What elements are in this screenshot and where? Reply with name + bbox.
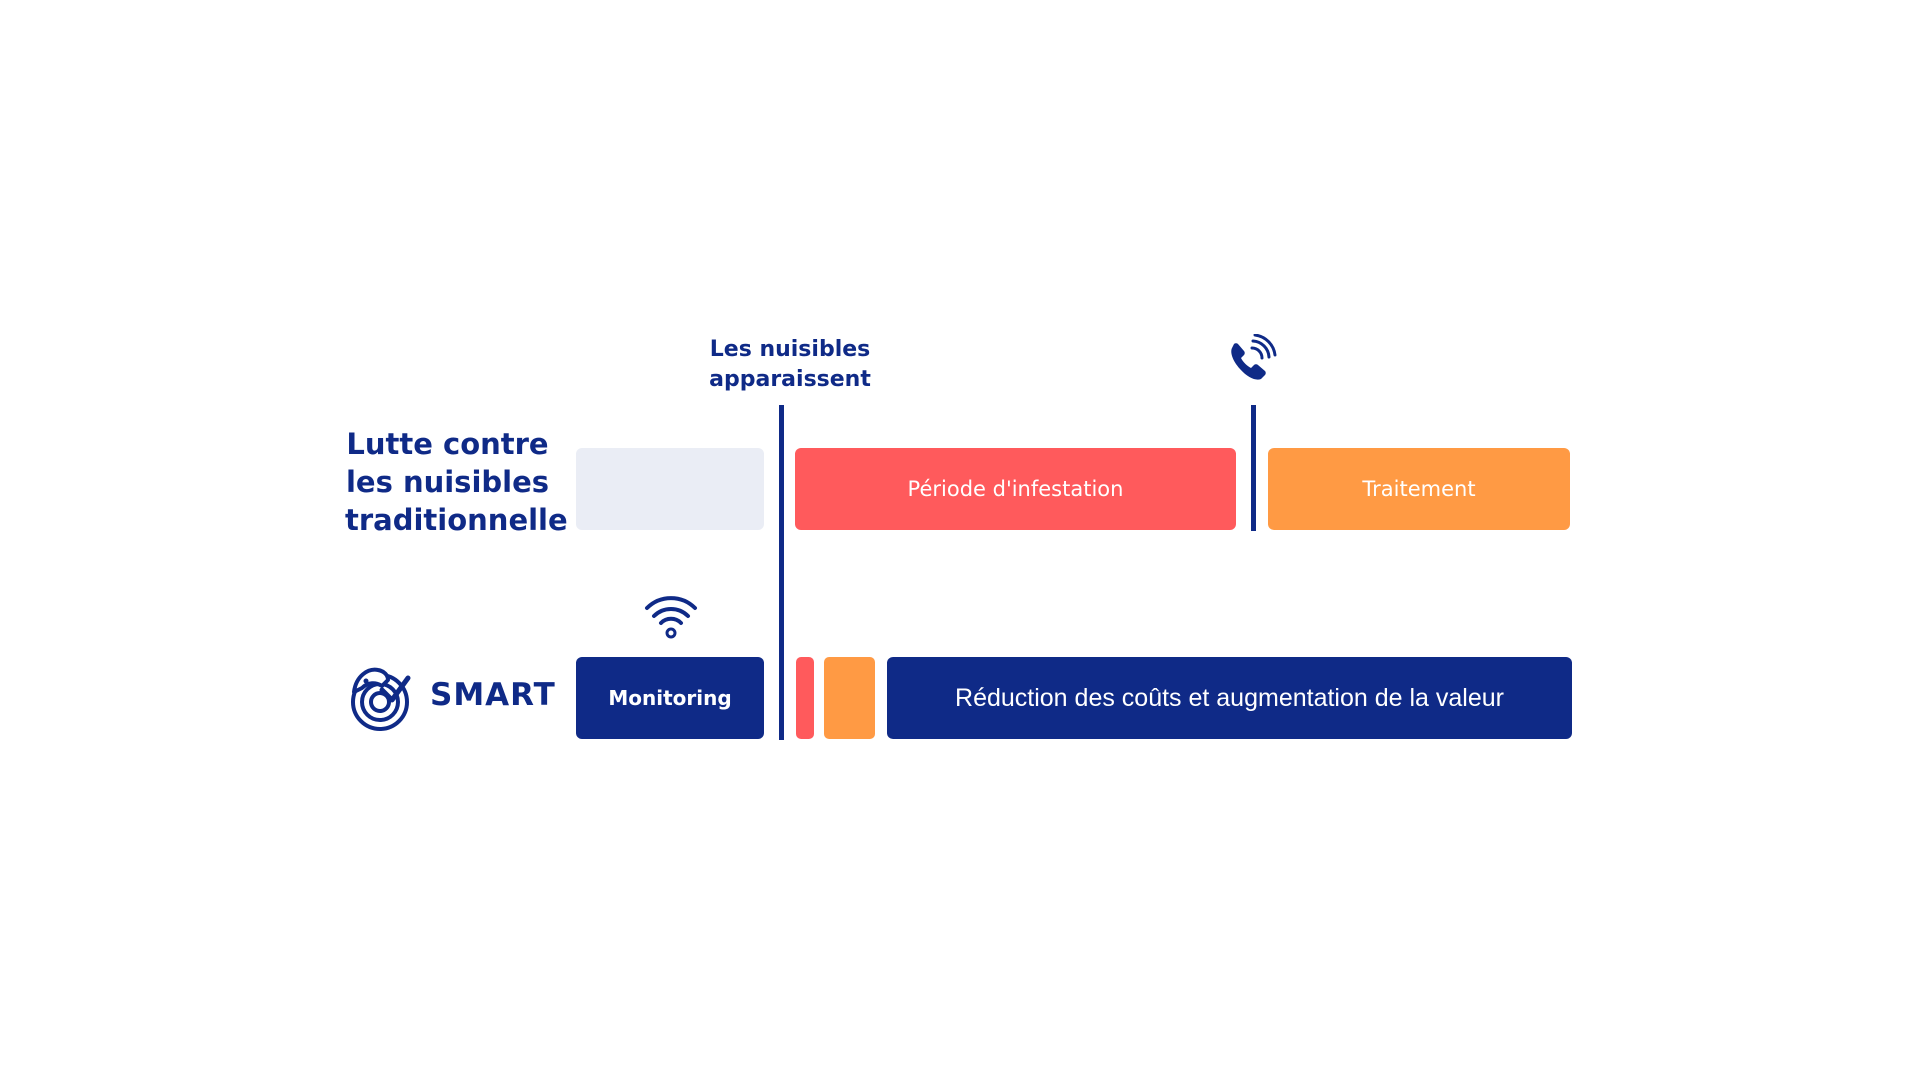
cost-reduction-label: Réduction des coûts et augmentation de l… — [955, 683, 1504, 712]
pests-appear-line: apparaissent — [709, 367, 871, 392]
smart-logo-icon — [351, 667, 411, 731]
traditional-label-line: Lutte contre — [346, 427, 549, 461]
phone-call-icon — [1231, 334, 1277, 380]
treatment-label: Traitement — [1362, 477, 1476, 501]
traditional-row-label: Lutte contre les nuisibles traditionnell… — [345, 425, 568, 539]
short-infestation-bar — [796, 657, 814, 739]
wifi-icon — [645, 596, 697, 639]
traditional-label-line: traditionnelle — [345, 503, 568, 537]
monitoring-label: Monitoring — [608, 686, 732, 710]
traditional-label-line: les nuisibles — [345, 465, 550, 499]
short-treatment-bar — [824, 657, 875, 739]
pests-appear-caption: Les nuisibles apparaissent — [690, 335, 890, 395]
pests-appear-line-marker — [779, 405, 784, 740]
infestation-period-bar: Période d'infestation — [795, 448, 1236, 530]
infestation-period-label: Période d'infestation — [907, 477, 1124, 501]
cost-reduction-bar: Réduction des coûts et augmentation de l… — [887, 657, 1572, 739]
call-line-marker — [1251, 405, 1256, 531]
monitoring-bar: Monitoring — [576, 657, 764, 739]
pre-infestation-bar — [576, 448, 764, 530]
treatment-bar: Traitement — [1268, 448, 1570, 530]
smart-row-label: SMART — [430, 677, 556, 713]
pests-appear-line: Les nuisibles — [709, 337, 871, 362]
